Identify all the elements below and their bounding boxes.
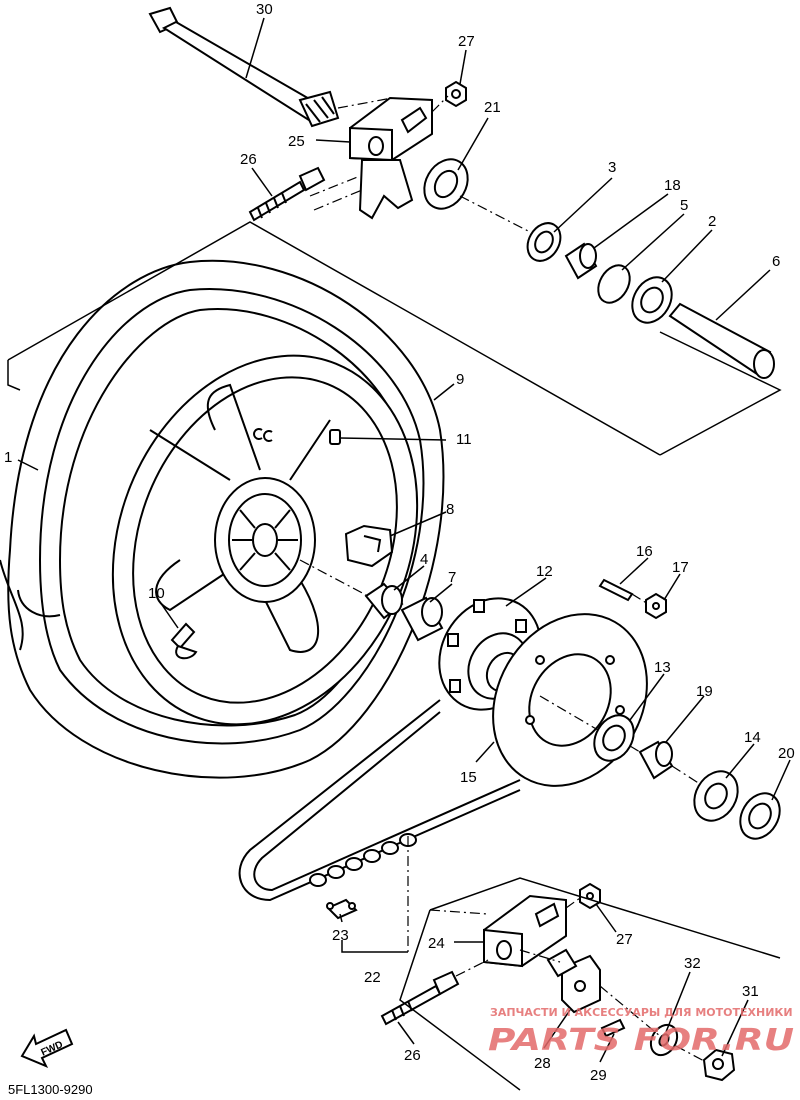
collar-21 [423, 158, 469, 210]
wheel-tire-1 [0, 259, 445, 779]
callout-26: 26 [240, 151, 257, 168]
callout-18: 18 [664, 177, 681, 194]
oil-seal-14 [693, 770, 739, 822]
callout-24: 24 [428, 935, 445, 952]
assembly-lines [7, 221, 782, 1091]
callout-28: 28 [534, 1055, 551, 1072]
dash-dot-centerlines [299, 95, 707, 1063]
callout-8: 8 [446, 501, 454, 518]
oil-seal-3 [526, 222, 562, 262]
adjusting-bolt-lower [380, 970, 460, 1026]
chain-joint-23 [326, 898, 358, 920]
watermark-brand: PARTS FOR.RU [488, 1023, 794, 1058]
spacer-19 [638, 740, 674, 780]
adjusting-nut-upper [445, 80, 467, 108]
callout-13: 13 [654, 659, 671, 676]
callout-17: 17 [672, 559, 689, 576]
callout-12: 12 [536, 563, 553, 580]
bearing-2 [631, 276, 673, 324]
callout-26-lower: 26 [404, 1047, 421, 1064]
leader-lines [17, 17, 791, 1063]
callout-4: 4 [420, 551, 428, 568]
callout-3: 3 [608, 159, 616, 176]
callout-7: 7 [448, 569, 456, 586]
spacer-18 [564, 242, 598, 280]
callout-23: 23 [332, 927, 349, 944]
drive-chain-22 [238, 699, 521, 902]
watermark-tagline: ЗАПЧАСТИ И АКСЕССУАРЫ ДЛЯ МОТОТЕХНИКИ [490, 1006, 793, 1019]
bolt-29 [600, 1018, 626, 1038]
callout-30: 30 [256, 1, 273, 18]
circlip-5 [597, 264, 631, 304]
callout-labels: 30 27 21 25 26 3 18 5 2 6 9 11 1 8 16 4 … [4, 1, 795, 1084]
collar-7 [400, 596, 444, 642]
callout-16: 16 [636, 543, 653, 560]
callout-27: 27 [458, 33, 475, 50]
callout-1: 1 [4, 449, 12, 466]
callout-31: 31 [742, 983, 759, 1000]
stud-bolt-16 [598, 578, 634, 602]
bearing-13 [593, 714, 635, 762]
balance-weight-11 [329, 429, 341, 445]
callout-14: 14 [744, 729, 761, 746]
washer-32 [649, 1023, 679, 1057]
callout-20: 20 [778, 745, 795, 762]
valve-10 [170, 622, 198, 660]
callout-5: 5 [680, 197, 688, 214]
callout-32: 32 [684, 955, 701, 972]
nut-17 [645, 592, 667, 620]
callout-29: 29 [590, 1067, 607, 1084]
callout-27-lower: 27 [616, 931, 633, 948]
chain-puller-upper [349, 96, 433, 220]
damper-8 [344, 524, 394, 568]
callout-21: 21 [484, 99, 501, 116]
adjusting-bolt-upper [248, 166, 326, 222]
callout-11: 11 [456, 431, 472, 448]
callout-2: 2 [708, 213, 716, 230]
spacer-6 [668, 302, 775, 379]
bracket-28 [546, 948, 601, 1014]
diagram-code: 5FL1300-9290 [8, 1082, 93, 1097]
collar-20 [739, 792, 781, 840]
callout-25: 25 [288, 133, 305, 150]
callout-9: 9 [456, 371, 464, 388]
callout-15: 15 [460, 769, 477, 786]
forward-arrow-icon: FWD [20, 1028, 74, 1068]
bearing-4 [364, 582, 404, 620]
callout-19: 19 [696, 683, 713, 700]
watermark: ЗАПЧАСТИ И АКСЕССУАРЫ ДЛЯ МОТОТЕХНИКИ PA… [488, 1006, 794, 1058]
nut-31 [702, 1048, 736, 1082]
chain-puller-lower [483, 894, 567, 968]
callout-22: 22 [364, 969, 381, 986]
rear-axle-shaft [148, 6, 340, 128]
callout-6: 6 [772, 253, 780, 270]
callout-10: 10 [148, 585, 165, 602]
